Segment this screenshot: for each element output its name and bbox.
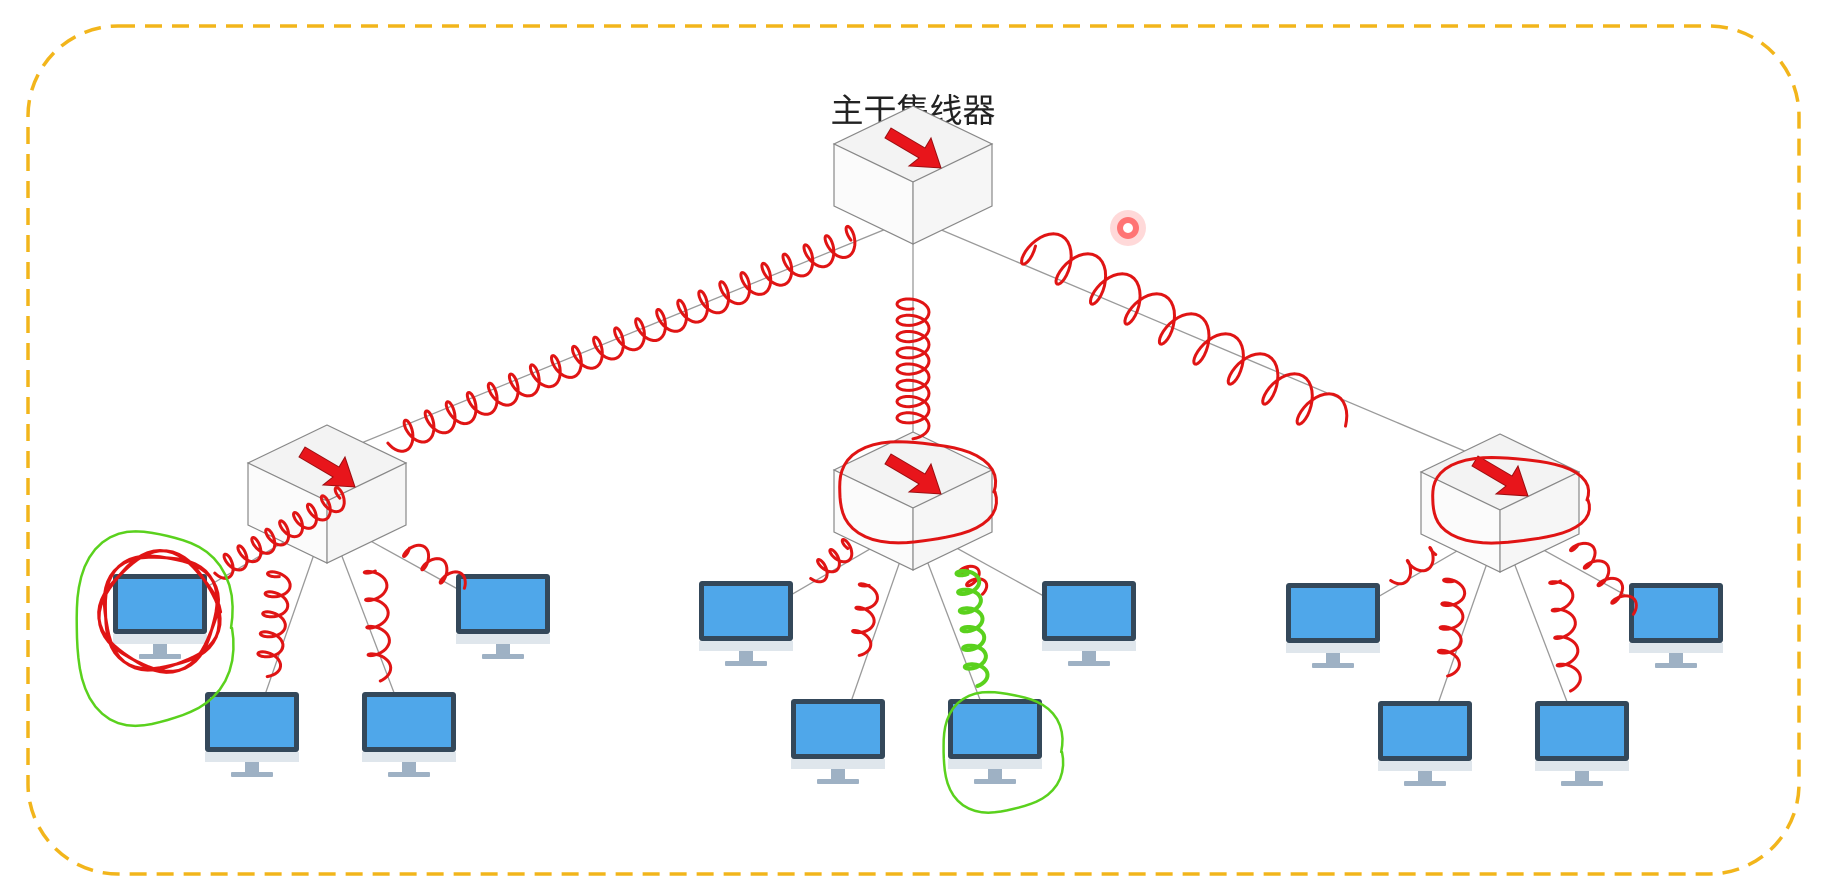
green-circle-left-pc xyxy=(75,530,235,728)
computers-group xyxy=(113,574,1723,786)
red-scribble-left-to-pc4 xyxy=(402,543,467,590)
red-scribble-backbone-right xyxy=(1020,232,1349,428)
red-scribble-backbone-left xyxy=(386,224,857,453)
red-circle-right-hub xyxy=(1431,455,1591,545)
branch-hub-1 xyxy=(246,424,408,564)
computer-3-4 xyxy=(1629,583,1723,668)
hub-arrow-icon xyxy=(1471,455,1529,497)
red-scribble-backbone-center xyxy=(895,297,931,441)
computer-3-3 xyxy=(1535,701,1629,786)
computer-2-3 xyxy=(948,699,1042,784)
pen-annotations xyxy=(75,224,1638,814)
red-scribble-left-to-pc2 xyxy=(256,570,292,679)
red-scribble-right-to-pc3 xyxy=(1548,579,1582,693)
hubs-group xyxy=(246,105,1581,573)
red-circle-left-pc xyxy=(97,548,223,674)
red-scribble-right-to-pc2 xyxy=(1436,577,1467,678)
red-scribble-mid-to-pc2 xyxy=(851,582,879,657)
computer-3-2 xyxy=(1378,701,1472,786)
green-scribble-mid-to-pc3 xyxy=(954,569,990,688)
dashed-frame xyxy=(26,24,1801,876)
red-scribble-left-to-pc1 xyxy=(213,486,346,580)
red-scribble-mid-to-pc1 xyxy=(809,538,854,584)
red-scribble-left-to-pc3 xyxy=(362,569,393,683)
computer-1-4 xyxy=(456,574,550,659)
computer-2-4 xyxy=(1042,581,1136,666)
red-scribble-right-to-pc4 xyxy=(1569,541,1638,616)
computer-1-3 xyxy=(362,692,456,777)
red-circle-middle-hub xyxy=(838,440,998,545)
computer-2-1 xyxy=(699,581,793,666)
branch-hub-3 xyxy=(1419,433,1581,573)
green-circle-middle-pc xyxy=(942,690,1065,814)
branch-hub-2 xyxy=(832,431,994,571)
red-scribble-right-to-pc1 xyxy=(1389,546,1438,586)
computer-3-1 xyxy=(1286,583,1380,668)
hub-arrow-icon xyxy=(884,127,942,169)
computer-2-2 xyxy=(791,699,885,784)
hub-arrow-icon xyxy=(884,453,942,495)
computer-1-1 xyxy=(113,574,207,659)
laser-pointer-dot xyxy=(1110,210,1146,246)
backbone-link-1 xyxy=(326,217,914,458)
computer-1-2 xyxy=(205,692,299,777)
backbone-hub xyxy=(832,105,994,245)
hub-arrow-icon xyxy=(298,446,356,488)
